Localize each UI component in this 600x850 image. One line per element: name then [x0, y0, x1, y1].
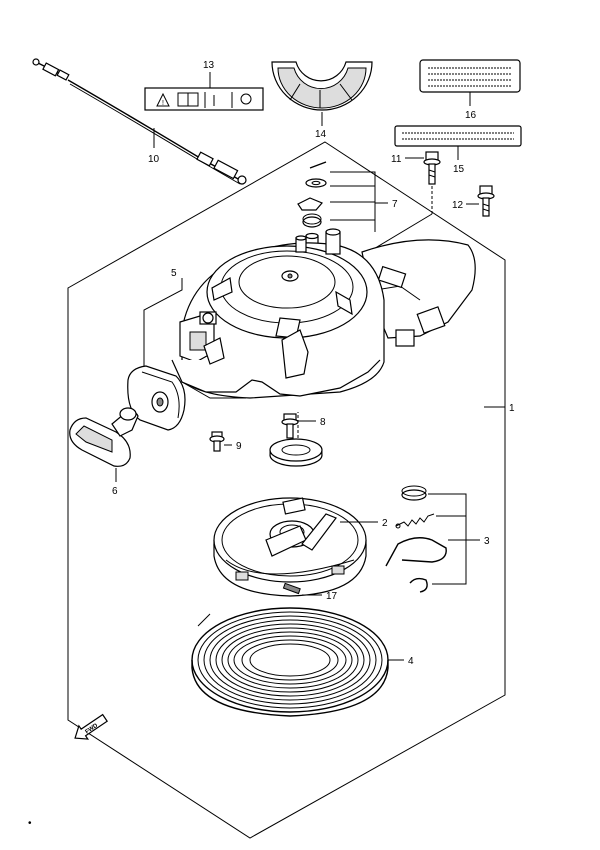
part-13-warning-label: !: [144, 87, 264, 111]
callout-17: 17: [326, 591, 338, 602]
callout-6: 6: [112, 486, 118, 497]
callout-1: 1: [509, 403, 515, 414]
callout-15: 15: [453, 164, 465, 175]
part-10-cable: [32, 58, 247, 185]
callout-8: 8: [320, 417, 326, 428]
part-14-curved-label: [271, 61, 373, 111]
part-15-label: [394, 125, 522, 147]
assembly-outline: [67, 141, 506, 839]
callout-14: 14: [315, 129, 327, 140]
callout-13: 13: [203, 60, 215, 71]
callout-2: 2: [382, 518, 388, 529]
center-cap: [269, 438, 323, 467]
part-3-small-parts: [385, 485, 447, 593]
callout-9: 9: [236, 441, 242, 452]
part-6-starter-handle: [69, 407, 139, 467]
callout-3: 3: [484, 536, 490, 547]
callout-11: 11: [391, 154, 402, 165]
part-12-bolt: [477, 185, 495, 217]
part-11-bolt: [423, 151, 441, 185]
part-7-ratchet-parts: [297, 161, 327, 247]
part-2-reel: [213, 497, 367, 597]
part-5-rope-guide: [127, 365, 186, 431]
part-1-starter-housing: [171, 228, 476, 399]
callout-5: 5: [171, 268, 177, 279]
part-17-pin: [282, 582, 301, 595]
svg-text:!: !: [162, 100, 164, 107]
part-8-bolt: [281, 413, 299, 439]
callout-10: 10: [148, 154, 160, 165]
callout-7: 7: [392, 199, 398, 210]
callout-4: 4: [408, 656, 414, 667]
fwd-arrow-icon: FWD: [74, 713, 108, 740]
callout-16: 16: [465, 110, 477, 121]
part-16-label: [419, 59, 521, 93]
corner-mark: •: [28, 818, 32, 829]
part-9-screw: [209, 431, 225, 452]
part-4-recoil-spring: [191, 607, 389, 717]
callout-12: 12: [452, 200, 464, 211]
